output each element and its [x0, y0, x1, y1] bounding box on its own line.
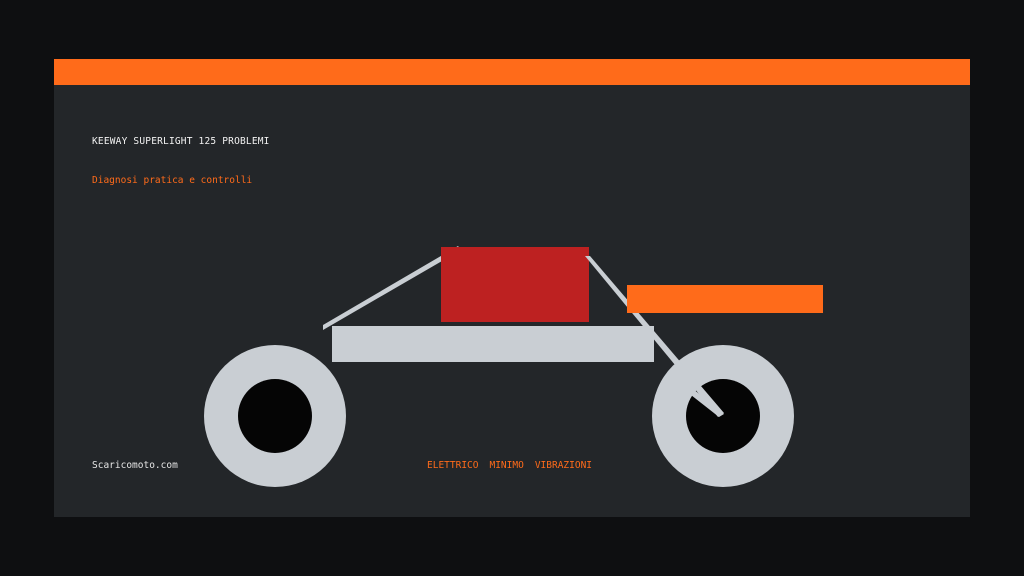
accent-bar: [54, 59, 970, 85]
front-fork: [585, 256, 724, 417]
tag-elettrico: ELETTRICO: [427, 460, 479, 471]
page-subtitle: Diagnosi pratica e controlli: [92, 175, 253, 186]
frame-body: [332, 326, 654, 362]
fuel-tank: [441, 247, 589, 322]
number-plate: [627, 285, 823, 313]
rear-strut: [323, 246, 461, 330]
fork-spoke: [677, 380, 724, 417]
rear-wheel-hub: [238, 379, 312, 453]
cover-card: KEEWAY SUPERLIGHT 125 PROBLEMI Diagnosi …: [54, 59, 970, 517]
page-title: KEEWAY SUPERLIGHT 125 PROBLEMI: [92, 136, 270, 147]
tag-list: ELETTRICO MINIMO VIBRAZIONI: [427, 460, 592, 471]
tag-minimo: MINIMO: [489, 460, 524, 471]
motorcycle-icon: [204, 246, 823, 487]
brand-label: Scaricomoto.com: [92, 460, 178, 471]
tag-vibrazioni: VIBRAZIONI: [534, 460, 593, 471]
